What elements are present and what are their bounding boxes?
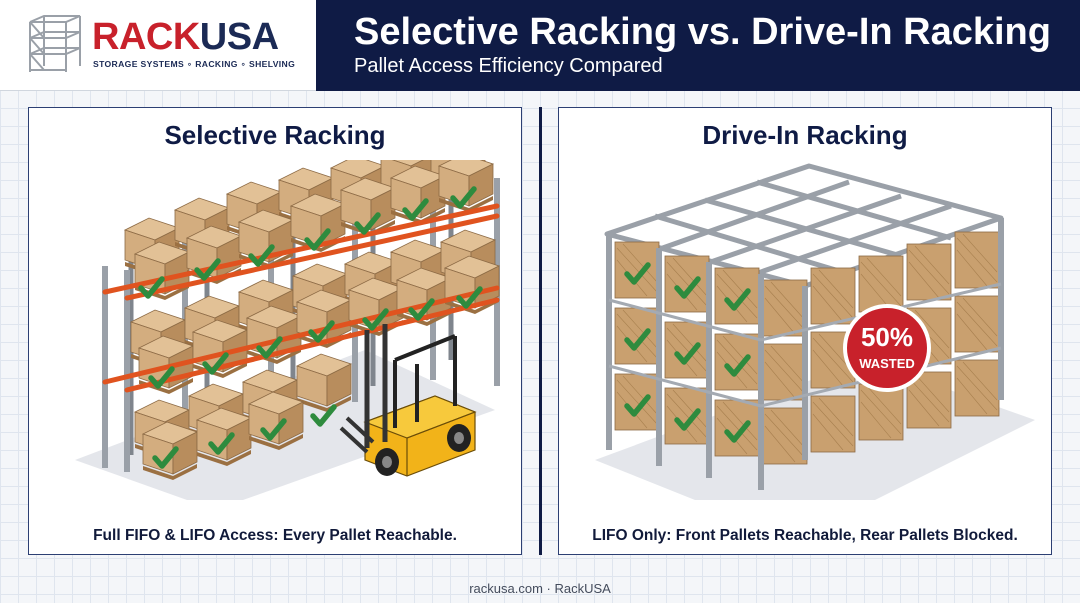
drivein-panel-title: Drive-In Racking bbox=[702, 120, 908, 150]
brand-logo[interactable]: RACKUSA STORAGE SYSTEMS ∘ RACKING ∘ SHEL… bbox=[0, 0, 316, 91]
page-subtitle: Pallet Access Efficiency Compared bbox=[354, 55, 663, 77]
selective-panel-title: Selective Racking bbox=[164, 120, 386, 150]
panel-divider bbox=[539, 107, 542, 555]
page-title: Selective Racking vs. Drive-In Racking bbox=[354, 11, 1051, 53]
drivein-panel: Drive-In Racking bbox=[558, 107, 1052, 555]
wasted-badge-value: 50% bbox=[861, 322, 913, 352]
drivein-rack-illustration: 50% WASTED bbox=[595, 163, 1035, 500]
rack-frame-icon bbox=[29, 15, 81, 72]
drivein-panel-caption: LIFO Only: Front Pallets Reachable, Rear… bbox=[592, 527, 1018, 544]
header: RACKUSA STORAGE SYSTEMS ∘ RACKING ∘ SHEL… bbox=[0, 0, 1080, 91]
wasted-badge-label: WASTED bbox=[859, 356, 915, 371]
selective-panel-caption: Full FIFO & LIFO Access: Every Pallet Re… bbox=[93, 527, 457, 544]
brand-tagline: STORAGE SYSTEMS ∘ RACKING ∘ SHELVING bbox=[93, 59, 296, 69]
footer-credit[interactable]: rackusa.com · RackUSA bbox=[469, 581, 611, 596]
title-band: Selective Racking vs. Drive-In Racking P… bbox=[316, 0, 1080, 91]
wasted-badge: 50% WASTED bbox=[843, 304, 931, 392]
brand-name: RACKUSA bbox=[92, 17, 279, 57]
selective-panel: Selective Racking bbox=[28, 107, 522, 555]
selective-rack-illustration bbox=[75, 160, 500, 500]
brand-name-rack: RACK bbox=[92, 16, 200, 58]
forklift-icon bbox=[339, 324, 477, 477]
brand-name-usa: USA bbox=[199, 16, 279, 58]
